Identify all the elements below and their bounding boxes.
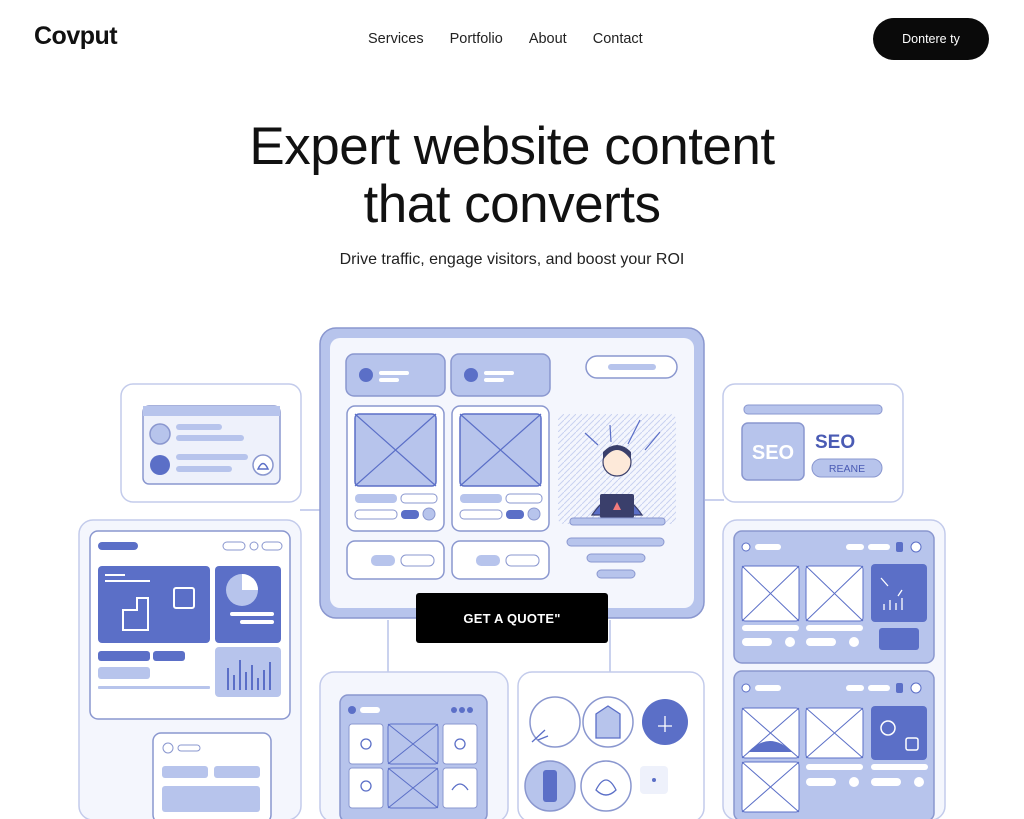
hero-title-line-1: Expert website content (249, 117, 775, 176)
left-dashboard-card (78, 519, 302, 819)
seo-heading: SEO (815, 432, 855, 453)
hero-title: Expert website content that converts (0, 118, 1024, 234)
hero-subtitle: Drive traffic, engage visitors, and boos… (339, 251, 685, 268)
main-nav: Services Portfolio About Contact (368, 31, 643, 47)
central-dashboard (319, 327, 705, 619)
nav-link-services[interactable]: Services (368, 31, 424, 47)
right-gallery-card (722, 519, 946, 819)
seo-pill: REANE (829, 463, 865, 475)
person-with-laptop-illustration (558, 414, 676, 526)
nav-link-portfolio[interactable]: Portfolio (449, 31, 503, 47)
header-cta-button[interactable]: Dontere ty (873, 18, 989, 60)
hero-title-line-2: that converts (363, 175, 661, 234)
hero-illustration: SEO SEO REANE (78, 327, 946, 819)
get-a-quote-button[interactable]: GET A QUOTE" (416, 593, 608, 643)
nav-link-about[interactable]: About (528, 31, 567, 47)
seo-card: SEO SEO REANE (722, 383, 904, 503)
icon-grid-card (319, 671, 509, 819)
nav-link-contact[interactable]: Contact (592, 31, 643, 47)
circles-card (517, 671, 705, 819)
logo[interactable]: Covput (34, 22, 118, 50)
seo-badge: SEO (752, 442, 794, 464)
profile-card (120, 383, 302, 503)
